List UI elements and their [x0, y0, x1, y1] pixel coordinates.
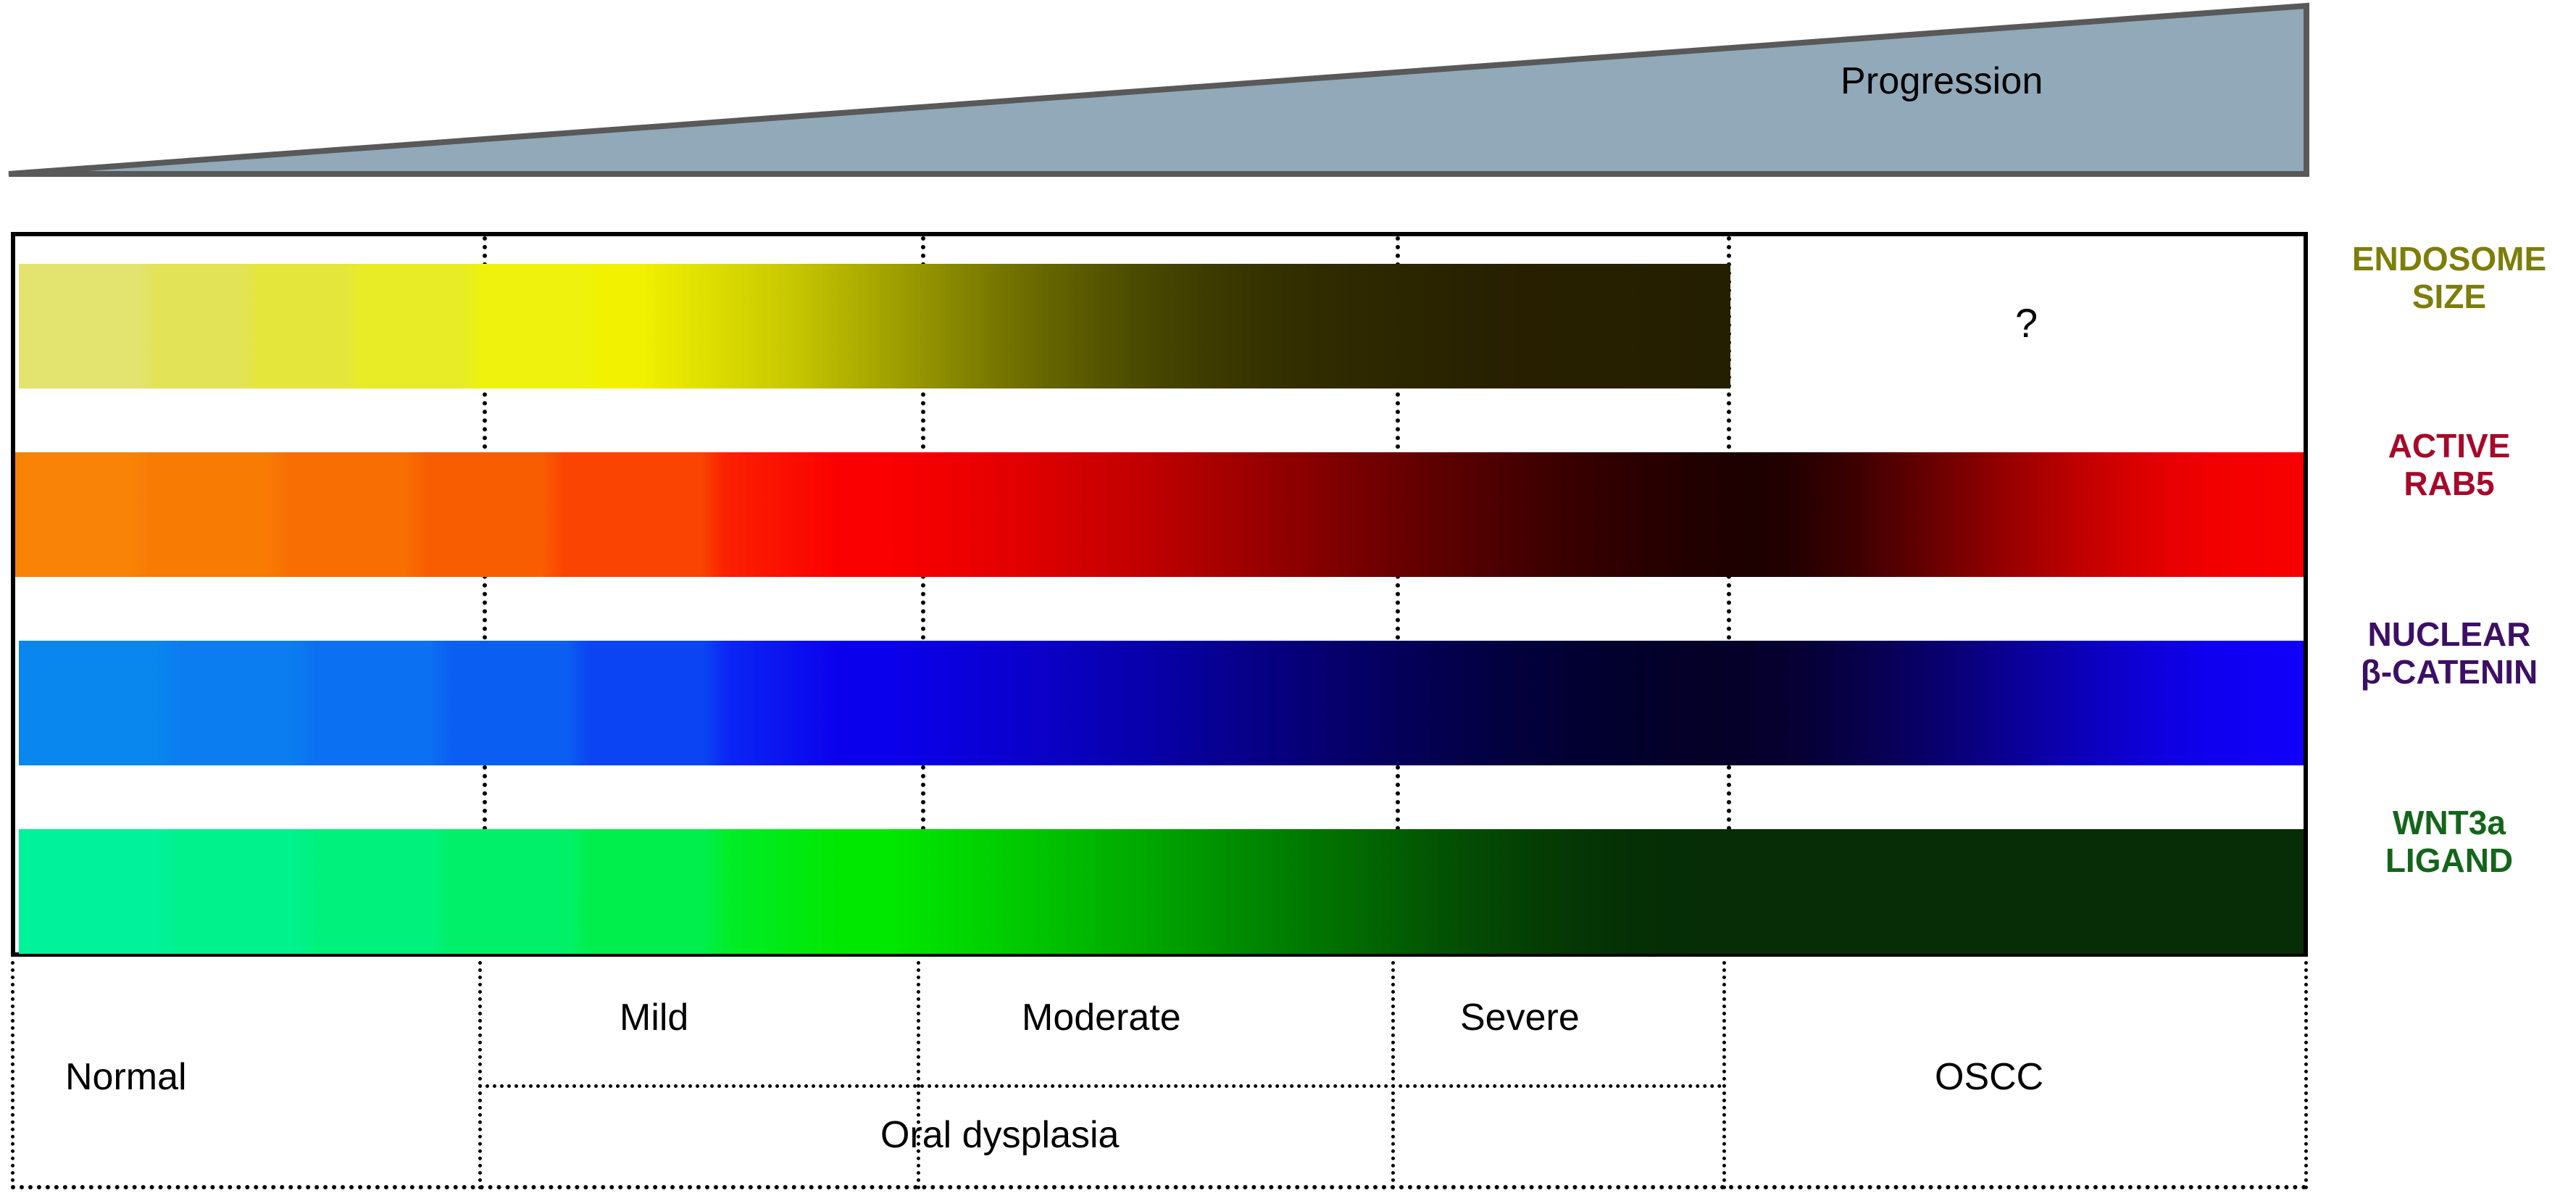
- legend-nuclear-beta-catenin-line2: β-CATENIN: [2360, 652, 2538, 691]
- legend-nuclear-beta-catenin: NUCLEAR β-CATENIN: [2322, 615, 2576, 691]
- class-divider-mild-moderate: [917, 961, 920, 1189]
- class-divider-severe-oscc: [1722, 961, 1726, 1189]
- stage-label-oscc: OSCC: [1935, 1056, 2044, 1098]
- legend-wnt3a-ligand: WNT3a LIGAND: [2322, 804, 2576, 879]
- legend-active-rab5: ACTIVE RAB5: [2322, 427, 2576, 502]
- class-divider-moderate-severe: [1391, 961, 1395, 1189]
- stage-divider-normal-mild: [483, 236, 487, 952]
- marker-progression-chart: ?: [11, 232, 2308, 957]
- bar-nuclear-beta-catenin: [19, 641, 2304, 765]
- bar-wnt3a-ligand: [19, 829, 2304, 954]
- stage-label-moderate: Moderate: [1022, 997, 1181, 1039]
- oral-dysplasia-group-label: Oral dysplasia: [880, 1114, 1120, 1156]
- legend-nuclear-beta-catenin-line1: NUCLEAR: [2367, 615, 2531, 653]
- endosome-unknown-marker: ?: [2015, 300, 2038, 346]
- legend-active-rab5-line1: ACTIVE: [2388, 427, 2511, 465]
- oral-dysplasia-span-rule: [478, 1084, 1722, 1088]
- stage-label-normal: Normal: [65, 1056, 187, 1098]
- legend-wnt3a-ligand-line2: LIGAND: [2385, 841, 2514, 879]
- legend-endosome-size-line1: ENDOSOME: [2351, 240, 2547, 278]
- progression-label: Progression: [1841, 60, 2043, 102]
- stage-label-severe: Severe: [1460, 997, 1580, 1039]
- progression-triangle-polygon: [8, 2, 2309, 177]
- legend-active-rab5-line2: RAB5: [2404, 464, 2495, 502]
- stage-divider-moderate-severe: [1396, 236, 1400, 952]
- legend-endosome-size-line2: SIZE: [2412, 277, 2487, 315]
- class-band-right-edge: [2304, 961, 2308, 1189]
- class-band-bottom-edge: [11, 1185, 2308, 1189]
- class-band-left-edge: [11, 961, 14, 1189]
- legend-wnt3a-ligand-line1: WNT3a: [2393, 804, 2506, 841]
- progression-arrow: Progression: [0, 0, 2319, 181]
- stage-classification-band: Normal Mild Moderate Severe OSCC Oral dy…: [11, 961, 2308, 1189]
- stage-divider-mild-moderate: [921, 236, 925, 952]
- stage-label-mild: Mild: [620, 997, 689, 1039]
- legend-endosome-size: ENDOSOME SIZE: [2322, 240, 2576, 315]
- progression-triangle-shape: [8, 2, 2309, 177]
- stage-divider-severe-oscc: [1727, 236, 1731, 952]
- bar-active-rab5: [15, 452, 2304, 577]
- class-divider-normal-mild: [478, 961, 482, 1189]
- bar-endosome-size: [19, 264, 1730, 388]
